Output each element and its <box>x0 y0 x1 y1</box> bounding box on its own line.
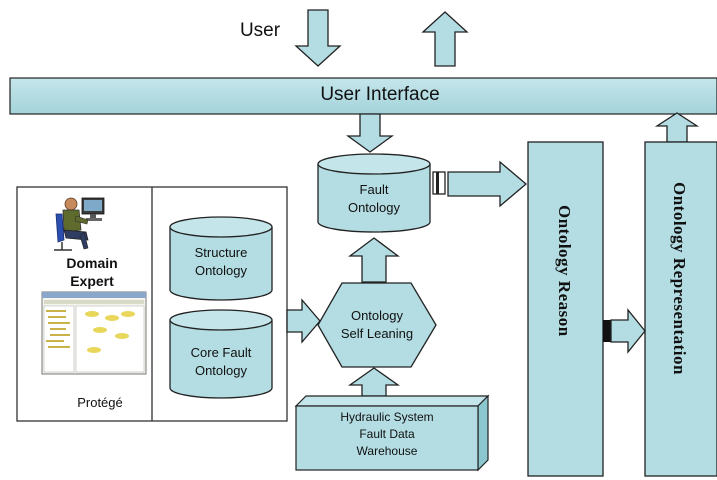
core-fault-ontology-label: Core Fault Ontology <box>170 344 272 380</box>
user-down-arrow <box>294 9 342 67</box>
fault-ontology-label: Fault Ontology <box>318 181 430 217</box>
core-fault-ontology-line2: Ontology <box>194 363 248 378</box>
warehouse-box <box>294 394 490 472</box>
domain-expert-line1: Domain <box>66 255 118 271</box>
ontology-representation-box <box>644 141 717 477</box>
user-label: User <box>239 20 281 41</box>
fault-ontology-cylinder <box>317 153 431 233</box>
ontology-representation-label: Ontology Representation <box>670 182 689 375</box>
user-interface-label: User Interface <box>320 84 440 105</box>
structure-ontology-line1: Structure <box>194 245 248 260</box>
ui-to-fault-arrow <box>346 113 394 153</box>
representation-to-ui-arrow <box>654 112 700 143</box>
protege-screenshot-icon <box>41 291 147 375</box>
self-learning-label: Ontology Self Leaning <box>322 307 432 343</box>
structure-ontology-label: Structure Ontology <box>170 244 272 280</box>
panel-to-learning-arrow <box>286 298 321 344</box>
ontology-reason-box <box>527 141 604 477</box>
fault-to-reason-arrow <box>447 160 528 208</box>
core-fault-ontology-line1: Core Fault <box>190 345 252 360</box>
self-learning-line2: Self Leaning <box>340 326 414 341</box>
warehouse-label: Hydraulic System Fault Data Warehouse <box>296 409 478 460</box>
learning-to-fault-arrow <box>348 237 400 283</box>
self-learning-hexagon <box>317 282 437 368</box>
core-fault-ontology-cylinder <box>169 309 273 399</box>
protege-label: Protégé <box>77 395 123 410</box>
person-at-computer-icon <box>54 197 105 251</box>
domain-expert-label: Domain Expert <box>52 254 132 290</box>
user-up-arrow <box>421 11 469 67</box>
warehouse-to-learning-arrow <box>347 367 401 397</box>
warehouse-line1: Hydraulic System <box>340 410 434 424</box>
warehouse-line2: Fault Data <box>359 427 415 441</box>
fault-ontology-line1: Fault <box>359 182 389 197</box>
structure-ontology-line2: Ontology <box>194 263 248 278</box>
ontology-reason-label: Ontology Reason <box>555 205 574 337</box>
structure-ontology-cylinder <box>169 216 273 301</box>
warehouse-line3: Warehouse <box>356 444 418 458</box>
user-interface-bar <box>9 77 717 115</box>
fault-ontology-line2: Ontology <box>347 200 401 215</box>
reason-to-representation-arrow <box>610 308 646 354</box>
domain-expert-line2: Expert <box>70 273 114 289</box>
self-learning-line1: Ontology <box>350 308 404 323</box>
